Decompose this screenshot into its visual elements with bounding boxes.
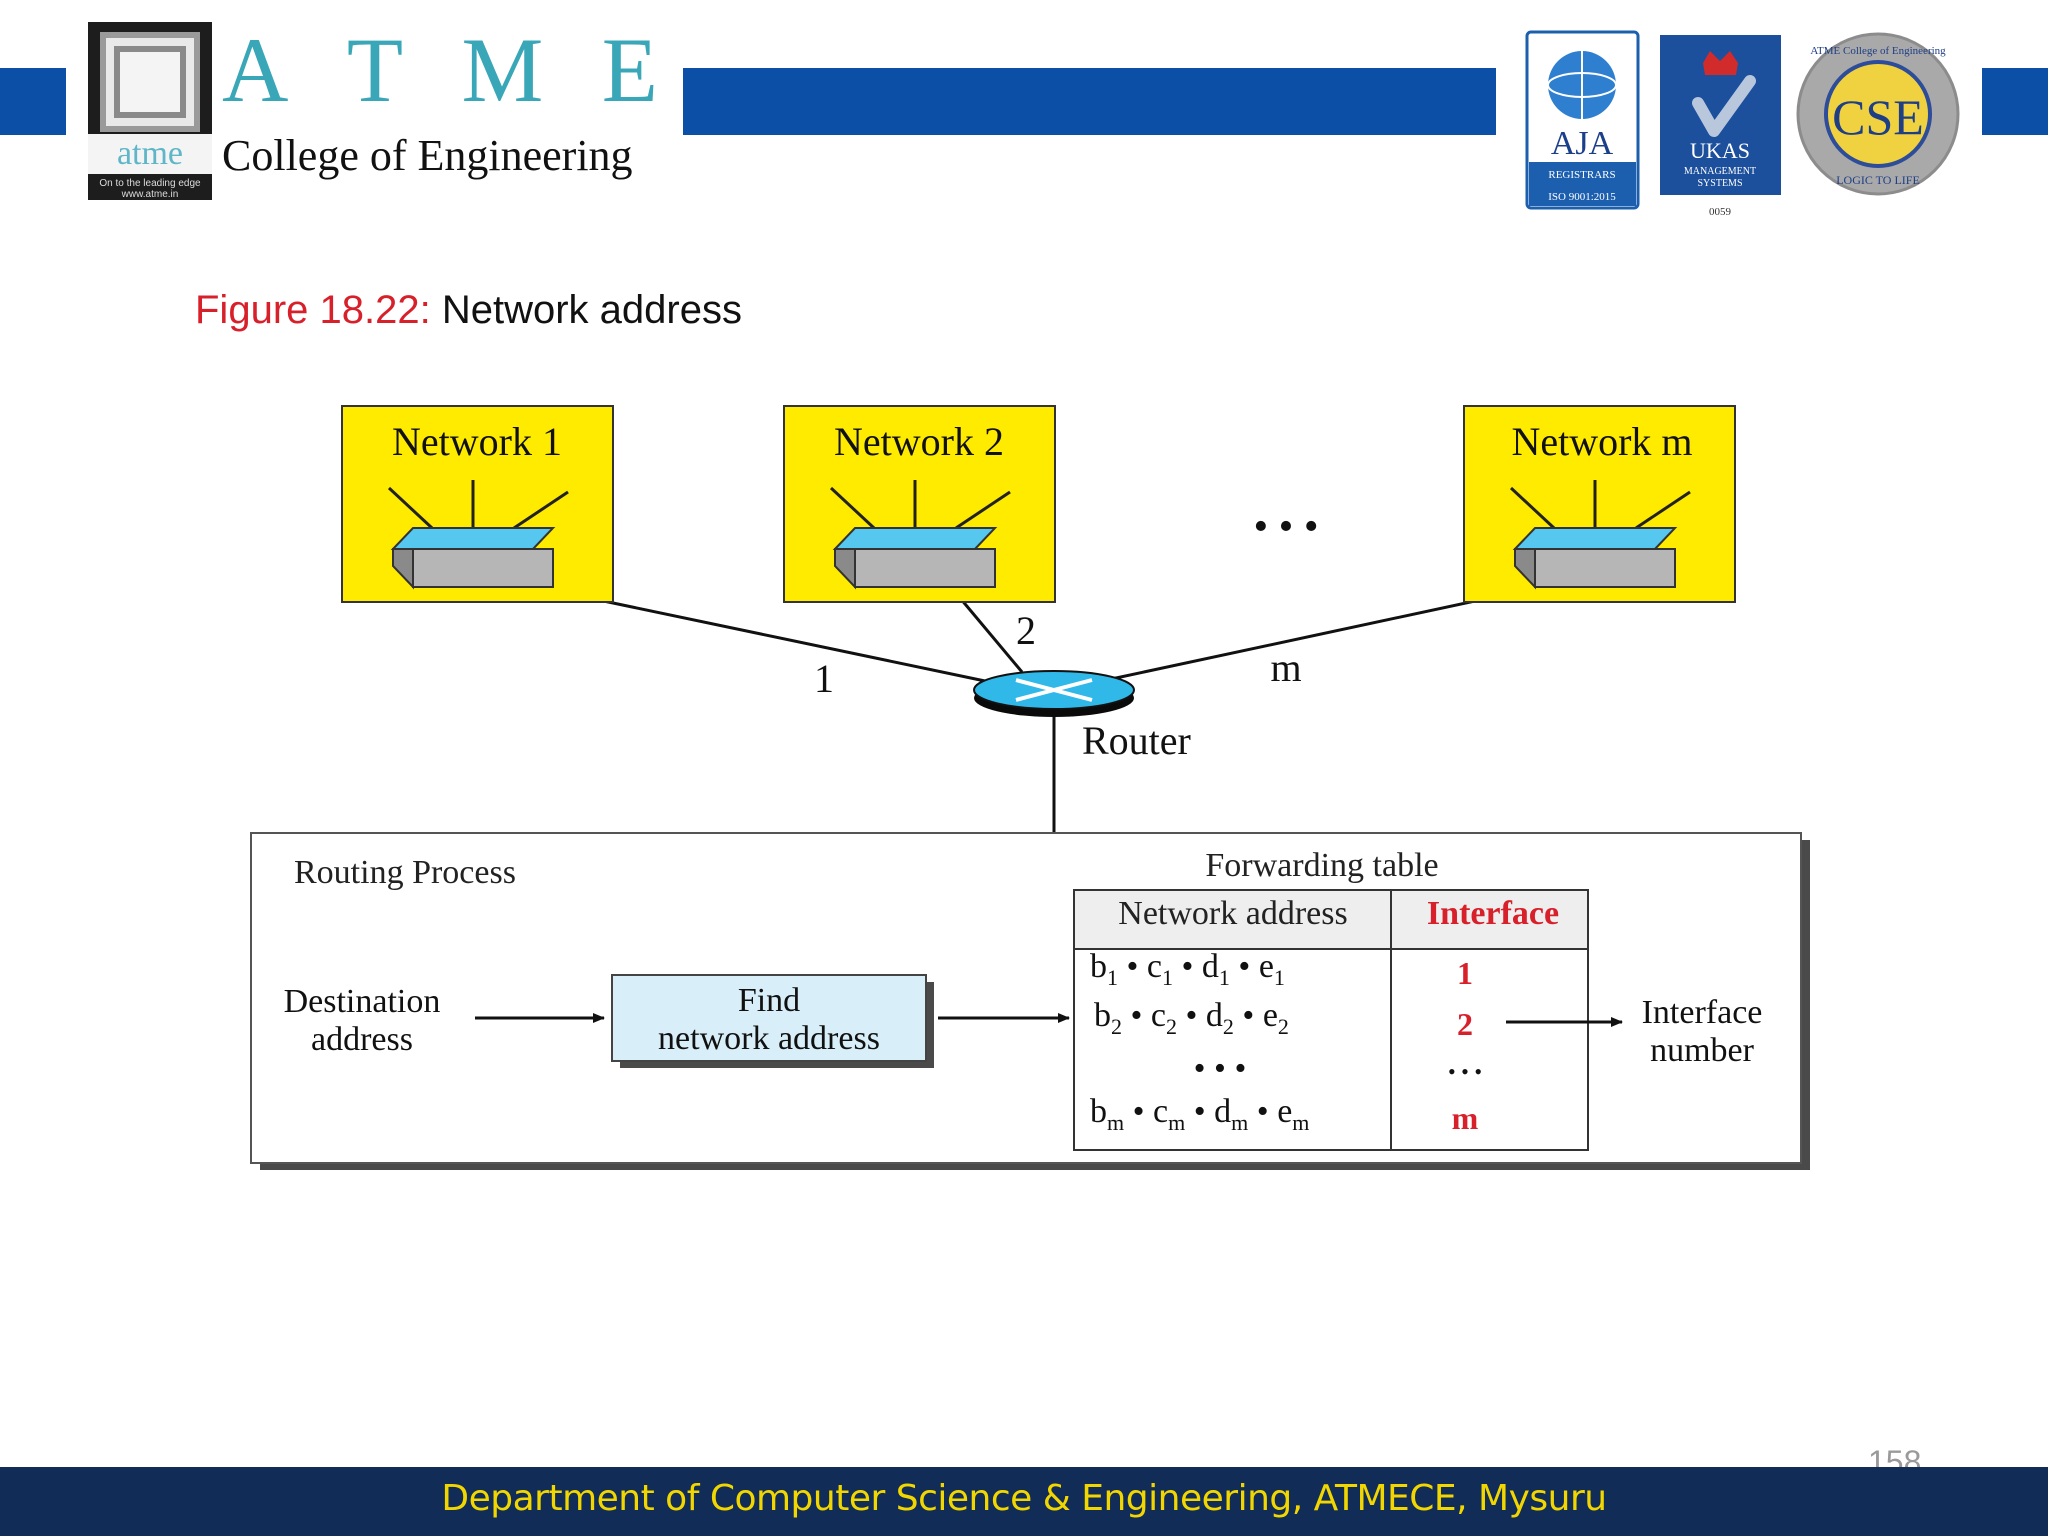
destination-label-line1: Destination <box>284 983 441 1020</box>
find-label-line1: Find <box>738 982 800 1019</box>
aja-line1: REGISTRARS <box>1548 169 1615 181</box>
switch-icon <box>390 527 556 590</box>
brand-letter: A <box>222 19 289 121</box>
table-row-ellipsis: • • • <box>1194 1050 1247 1087</box>
logo-text: atme <box>88 134 212 174</box>
cse-ring-bottom: LOGIC TO LIFE <box>1836 173 1920 187</box>
column-header-interface: Interface <box>1427 895 1559 932</box>
find-label-line2: network address <box>658 1020 880 1057</box>
header-band-right <box>1982 68 2048 135</box>
network-diagram: Network 1 Network 2 • • • Network m <box>250 405 1810 1170</box>
table-row-2-address: b2 • c2 • d2 • e2 <box>1094 997 1289 1039</box>
link-label-2: 2 <box>1016 608 1036 653</box>
brand-letter: M <box>461 19 544 121</box>
ukas-code: 0059 <box>1709 206 1732 218</box>
header-band-left <box>0 68 66 135</box>
brand-name: A T M E <box>222 20 658 120</box>
destination-label-line2: address <box>311 1021 413 1058</box>
footer-text: Department of Computer Science & Enginee… <box>441 1478 1607 1519</box>
table-row-2-interface: 2 <box>1457 1006 1473 1042</box>
logo-frame-icon <box>100 32 200 132</box>
figure-caption: Network address <box>441 288 742 332</box>
link-label-1: 1 <box>814 656 834 701</box>
switch-icon <box>1512 527 1678 590</box>
brand-letter: E <box>601 19 658 121</box>
table-row-1-interface: 1 <box>1457 955 1473 991</box>
table-row-m-interface: m <box>1452 1100 1479 1136</box>
find-network-address-box <box>611 974 927 1062</box>
interface-number-line1: Interface <box>1642 994 1763 1031</box>
switch-icon <box>832 527 998 590</box>
interface-number-line2: number <box>1650 1032 1755 1069</box>
network-box-2: Network 2 <box>783 405 1056 603</box>
logo-url: www.atme.in <box>121 189 179 200</box>
router-label: Router <box>1082 718 1191 763</box>
logo-tagline: On to the leading edge <box>99 178 201 189</box>
column-header-network-address: Network address <box>1118 895 1347 932</box>
networks-ellipsis: • • • <box>1253 504 1318 550</box>
ukas-cert-icon: UKAS MANAGEMENT SYSTEMS 0059 <box>1660 35 1781 218</box>
routing-process-label: Routing Process <box>294 854 516 891</box>
interface-ellipsis: • • • <box>1448 1059 1482 1084</box>
forwarding-table <box>1073 889 1589 1151</box>
brand-letter: T <box>346 19 404 121</box>
atme-logo: atme On to the leading edge www.atme.in <box>88 22 212 200</box>
network-label: Network m <box>1511 419 1692 464</box>
router-icon <box>973 670 1135 717</box>
network-box-1: Network 1 <box>341 405 614 603</box>
table-row-1-address: b1 • c1 • d1 • e1 <box>1090 948 1285 990</box>
network-label: Network 1 <box>392 419 562 464</box>
aja-name: AJA <box>1551 125 1614 162</box>
brand-subtitle: College of Engineering <box>222 131 633 180</box>
network-label: Network 2 <box>834 419 1004 464</box>
forwarding-table-title: Forwarding table <box>1205 847 1438 884</box>
aja-line2: ISO 9001:2015 <box>1548 191 1616 203</box>
ukas-line2: SYSTEMS <box>1697 178 1742 189</box>
figure-title: Figure 18.22: Network address <box>195 288 742 333</box>
cse-seal-icon: CSE ATME College of Engineering LOGIC TO… <box>1796 32 1960 196</box>
header-band-center <box>683 68 1496 135</box>
figure-label: Figure 18.22: <box>195 288 431 332</box>
link-label-m: m <box>1270 645 1301 690</box>
table-row-m-address: bm • cm • dm • em <box>1090 1093 1309 1135</box>
cse-ring-top: ATME College of Engineering <box>1810 45 1946 57</box>
network-box-m: Network m <box>1463 405 1736 603</box>
cse-name: CSE <box>1832 89 1924 145</box>
ukas-line1: MANAGEMENT <box>1684 166 1756 177</box>
aja-cert-icon: AJA REGISTRARS ISO 9001:2015 <box>1525 30 1640 210</box>
ukas-name: UKAS <box>1690 138 1750 163</box>
footer-bar <box>0 1467 2048 1536</box>
